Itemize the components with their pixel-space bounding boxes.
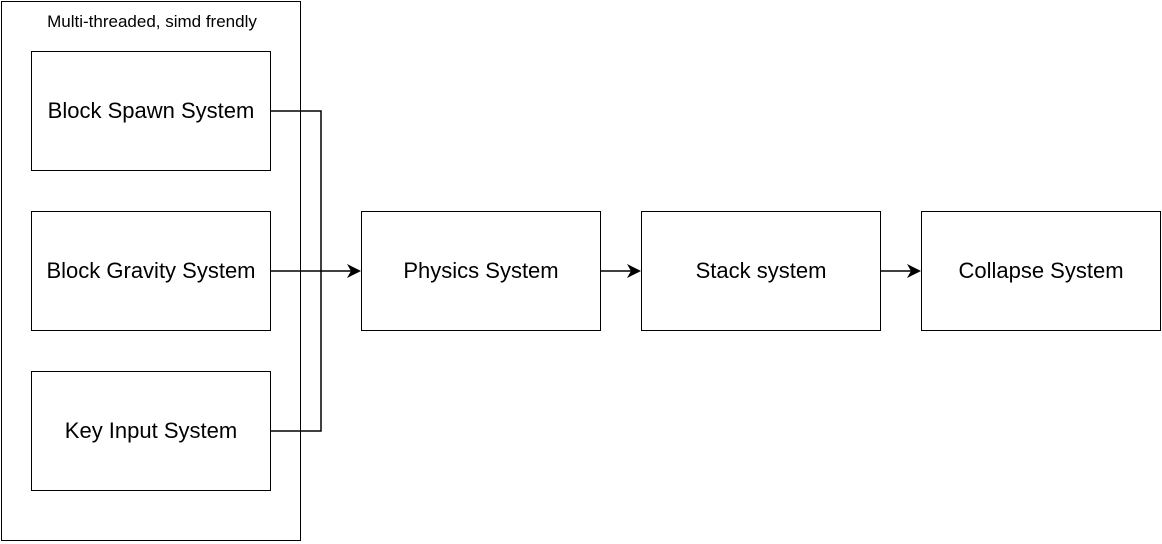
collapse-system-node: Collapse System	[921, 211, 1161, 331]
block-gravity-system-node: Block Gravity System	[31, 211, 271, 331]
key-input-system-node: Key Input System	[31, 371, 271, 491]
stack-system-node: Stack system	[641, 211, 881, 331]
block-spawn-system-node: Block Spawn System	[31, 51, 271, 171]
edge-block-spawn-to-merge	[271, 110, 322, 271]
group-label: Multi-threaded, simd frendly	[47, 12, 257, 31]
edge-key-input-to-merge	[271, 271, 322, 432]
physics-system-node: Physics System	[361, 211, 601, 331]
